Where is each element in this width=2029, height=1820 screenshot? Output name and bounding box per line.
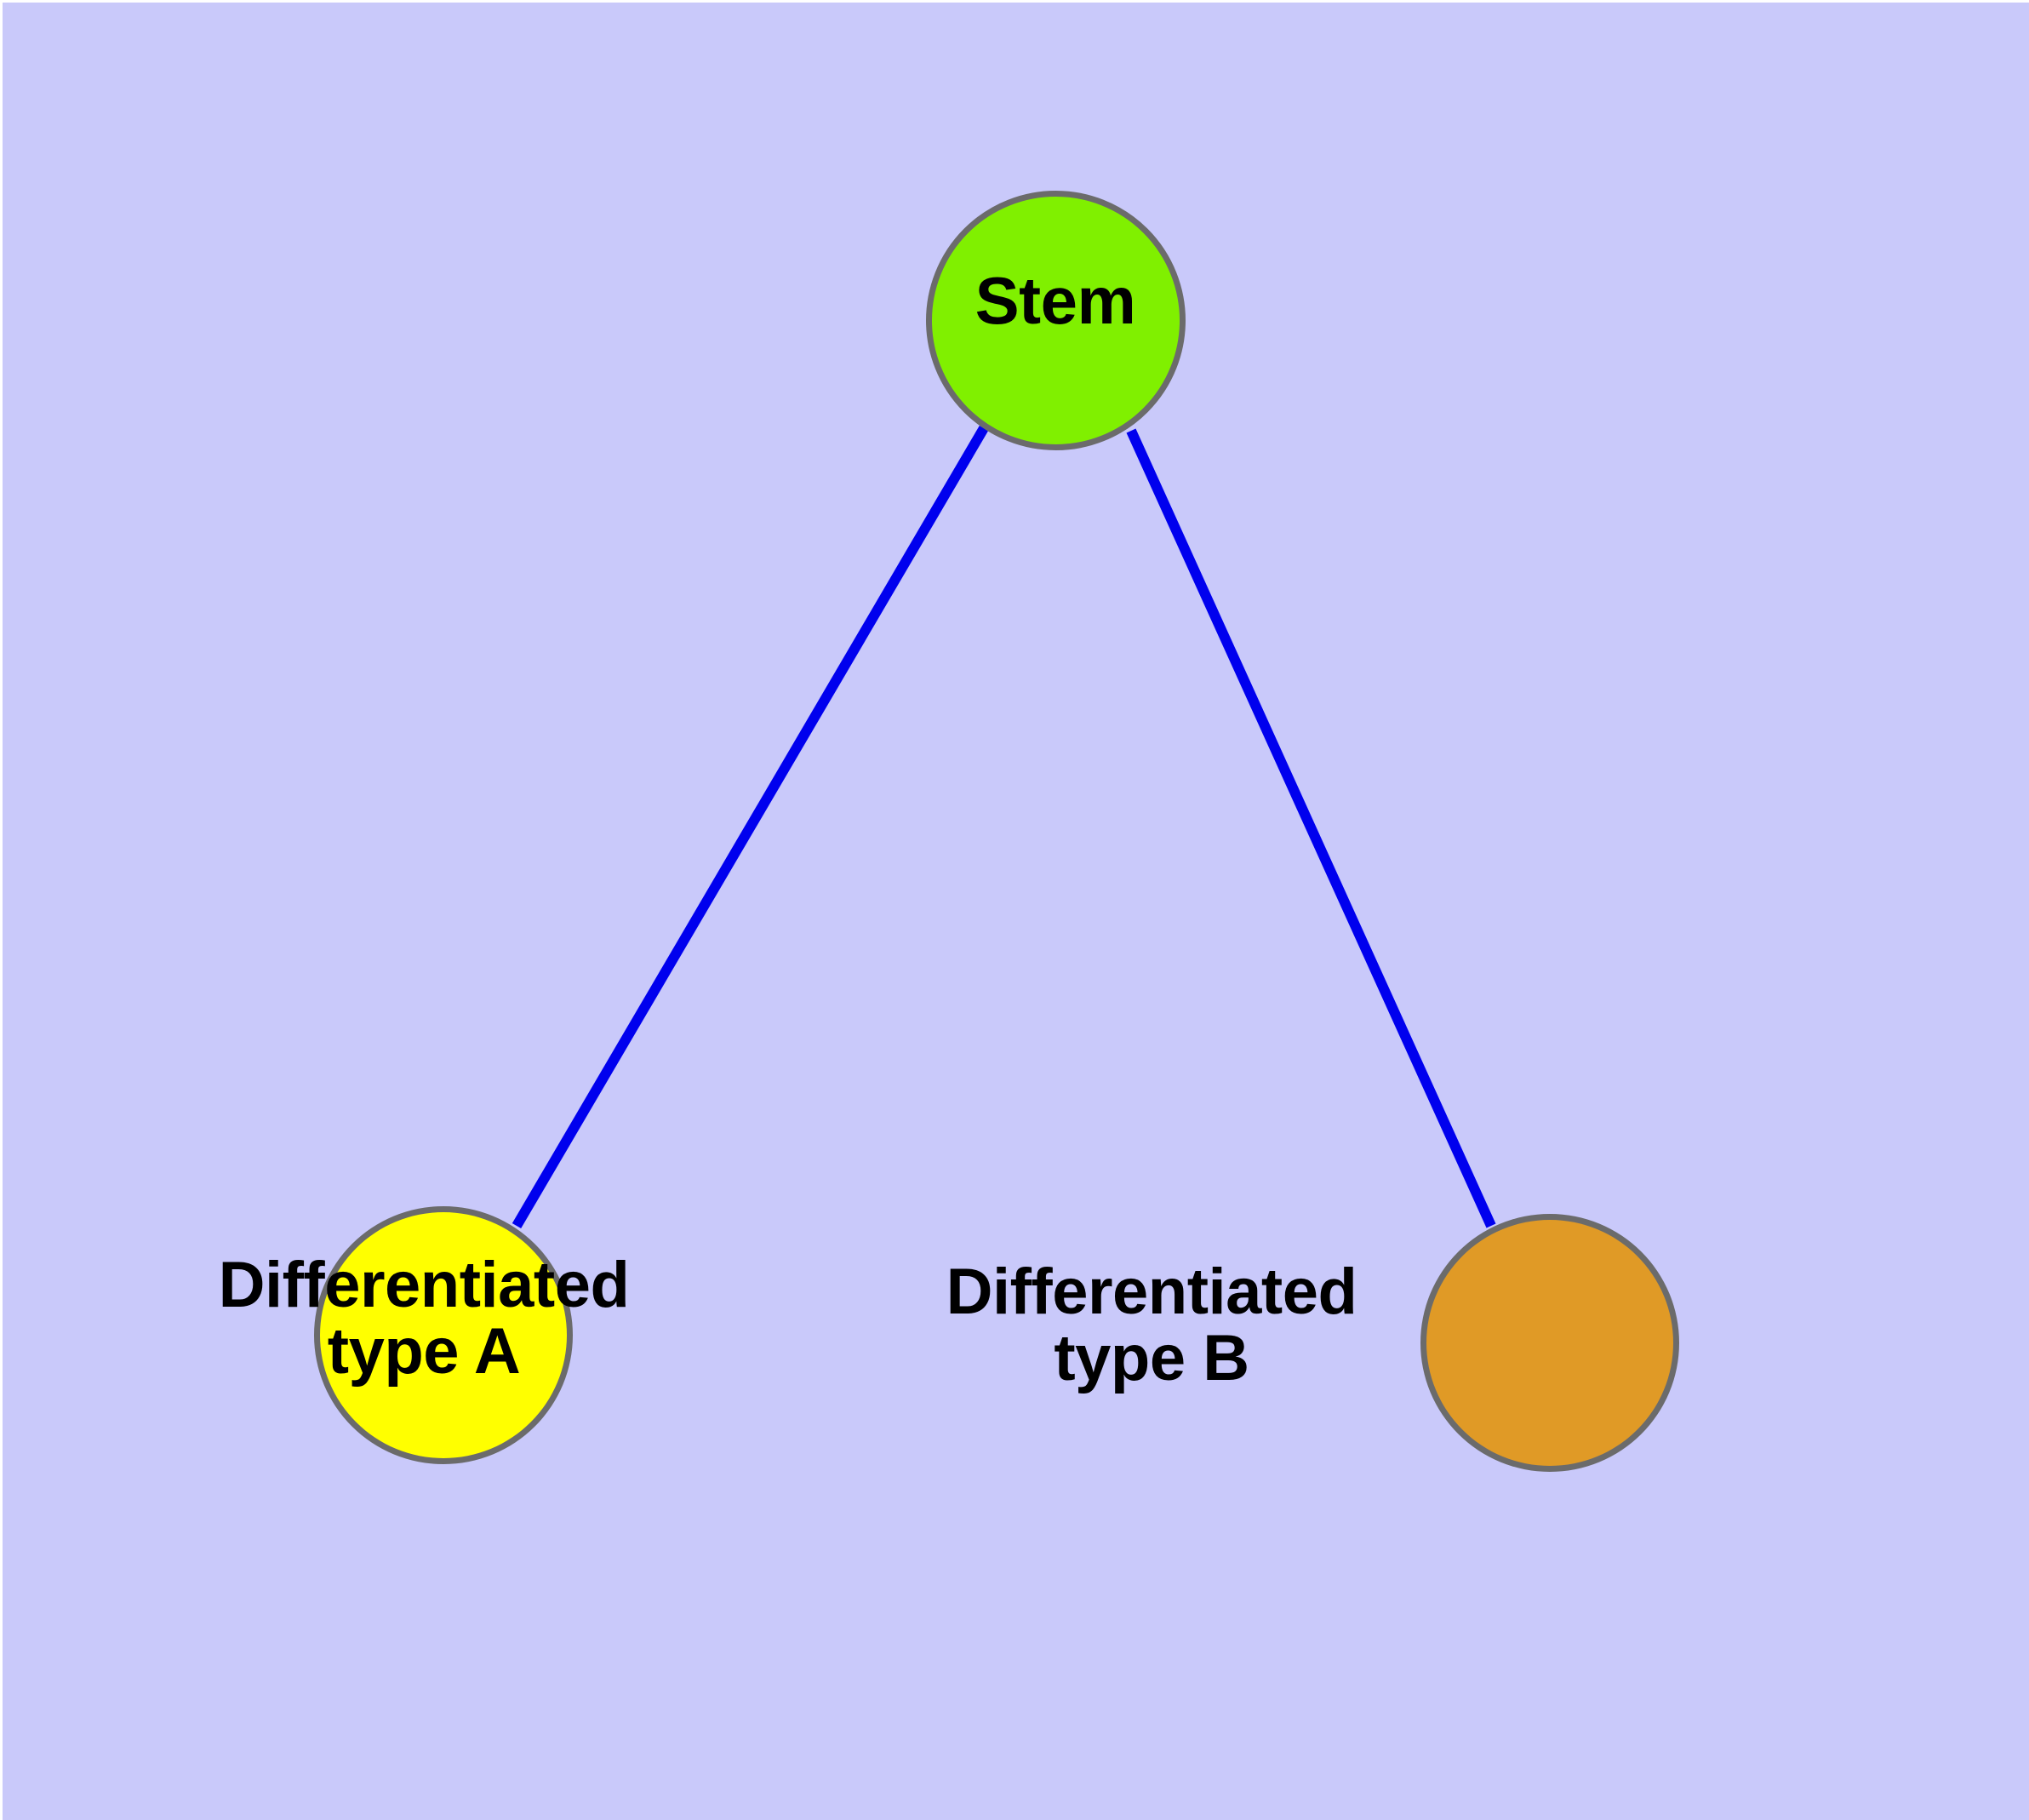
node-differentiated-type-a[interactable] [314,1206,573,1464]
node-differentiated-type-b[interactable] [1420,1214,1679,1472]
node-label-differentiated-type-a: Differentiated type A [218,1249,630,1388]
edge-stem-to-differentiated-type-a[interactable] [512,425,989,1229]
node-label-stem: Stem [974,263,1136,338]
node-stem[interactable] [926,191,1186,450]
node-label-differentiated-type-b: Differentiated type B [946,1256,1357,1395]
edge-stem-to-differentiated-type-b[interactable] [1126,428,1496,1228]
